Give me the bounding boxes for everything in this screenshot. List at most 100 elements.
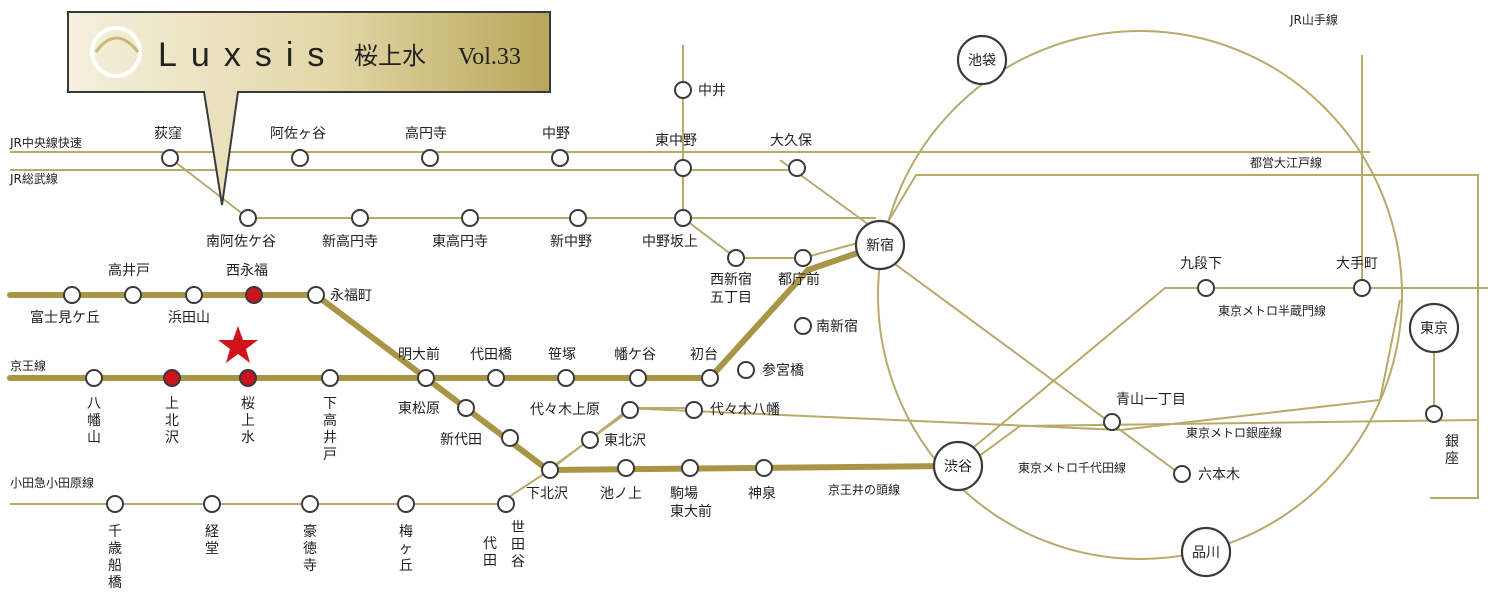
station-kamikitazawa-dot[interactable]	[163, 369, 181, 387]
station-roppongi-dot[interactable]	[1173, 465, 1191, 483]
station-daitabashi-dot[interactable]	[487, 369, 505, 387]
station-yoyogihachiman-dot[interactable]	[685, 401, 703, 419]
station-label-kamikitazawa: 上北沢	[165, 396, 179, 446]
station-shinnakano-dot[interactable]	[569, 209, 587, 227]
station-label: 東松原	[398, 401, 440, 417]
station-takaido-dot[interactable]	[124, 286, 142, 304]
station-minamiasagaya-dot[interactable]	[239, 209, 257, 227]
hub-tokyo[interactable]: 東京	[1408, 302, 1460, 354]
station-label: 南新宿	[816, 318, 858, 335]
station-sakurajosui-dot[interactable]	[239, 369, 257, 387]
line-label-keio: 京王線	[10, 358, 46, 373]
station-chitosefunabashi-dot[interactable]	[106, 495, 124, 513]
station-label: 笹塚	[548, 347, 576, 363]
station-fujimigaoka-dot[interactable]	[63, 286, 81, 304]
hub-shinjuku[interactable]: 新宿	[854, 219, 906, 271]
station-nakanosakaue-dot[interactable]	[674, 209, 692, 227]
station-yoyogiuehara-dot[interactable]	[621, 401, 639, 419]
station-label-hachimanyama: 八幡山	[87, 396, 101, 446]
line-label-oedo: 都営大江戸線	[1250, 155, 1322, 170]
station-nakano-dot[interactable]	[551, 149, 569, 167]
station-nishishinjuku5-dot[interactable]	[727, 249, 745, 267]
station-label-setagayadaita-1: 代田	[483, 536, 497, 569]
station-shinkoenji-dot[interactable]	[351, 209, 369, 227]
station-higashikoenji-dot[interactable]	[461, 209, 479, 227]
hanzomon-line	[955, 287, 1488, 463]
logo-callout: Luxsis 桜上水 Vol.33	[67, 11, 551, 206]
line-label-jr-sobu: JR総武線	[9, 171, 58, 186]
station-nakai-dot[interactable]	[674, 81, 692, 99]
station-label-setagayadaita-0: 世田谷	[511, 520, 525, 570]
station-umegaoka-dot[interactable]	[397, 495, 415, 513]
station-higashimatsubara-dot[interactable]	[457, 399, 475, 417]
station-label: 青山一丁目	[1116, 392, 1186, 408]
station-sanguubashi-dot[interactable]	[737, 361, 755, 379]
station-hachimanyama-dot[interactable]	[85, 369, 103, 387]
station-label-shimotakaido: 下高井戸	[323, 396, 337, 463]
station-otemachi-dot[interactable]	[1353, 279, 1371, 297]
station-tochomae-dot[interactable]	[794, 249, 812, 267]
station-shimokitazawa-dot[interactable]	[541, 461, 559, 479]
station-label: 東中野	[655, 133, 697, 149]
station-nishieifuku-dot[interactable]	[245, 286, 263, 304]
station-label: 富士見ケ丘	[30, 309, 100, 326]
station-label: 九段下	[1180, 256, 1222, 272]
shinjuku-roppongi	[875, 249, 1181, 475]
station-komaba-dot[interactable]	[681, 459, 699, 477]
station-label: 大手町	[1336, 256, 1378, 272]
station-label-umegaoka: 梅ヶ丘	[399, 524, 413, 574]
line-label-hanzomon: 東京メトロ半蔵門線	[1218, 303, 1326, 318]
hub-ikebukuro[interactable]: 池袋	[956, 34, 1008, 86]
station-label: 中野	[542, 126, 570, 142]
station-label: 明大前	[398, 346, 440, 363]
station-aoyama1-dot[interactable]	[1103, 413, 1121, 431]
station-meidaimae-dot[interactable]	[417, 369, 435, 387]
line-label-odakyu: 小田急小田原線	[10, 475, 94, 490]
station-eifukucho-dot[interactable]	[307, 286, 325, 304]
station-label: 高井戸	[108, 262, 150, 279]
oedo-loop	[875, 174, 1479, 499]
hub-label: 池袋	[968, 53, 996, 69]
station-label: 浜田山	[168, 310, 210, 326]
station-ikenoue-dot[interactable]	[617, 459, 635, 477]
logo-brand: Luxsis	[158, 36, 338, 74]
station-label: 永福町	[330, 288, 372, 304]
station-hatsudai-dot[interactable]	[701, 369, 719, 387]
station-setagayadaita-dot[interactable]	[497, 495, 515, 513]
station-hamadayama-dot[interactable]	[185, 286, 203, 304]
station-label-gotokuji: 豪徳寺	[303, 524, 317, 574]
station-shindaita-dot[interactable]	[501, 429, 519, 447]
station-label-chitosefunabashi: 千歳船橋	[108, 524, 122, 591]
station-ginza-dot[interactable]	[1425, 405, 1443, 423]
station-label: 初台	[690, 346, 718, 363]
inokashira-line	[313, 292, 953, 474]
station-higashinakano-dot[interactable]	[674, 159, 692, 177]
station-minamishinjuku-dot[interactable]	[794, 317, 812, 335]
station-koenji-dot[interactable]	[421, 149, 439, 167]
station-label: 阿佐ヶ谷	[270, 126, 326, 142]
station-gotokuji-dot[interactable]	[301, 495, 319, 513]
station-asagaya-dot[interactable]	[291, 149, 309, 167]
station-shinsen-dot[interactable]	[755, 459, 773, 477]
hub-shibuya[interactable]: 渋谷	[932, 440, 984, 492]
station-label: 幡ケ谷	[614, 347, 656, 363]
station-okubo-dot[interactable]	[788, 159, 806, 177]
station-kudanshita-dot[interactable]	[1197, 279, 1215, 297]
station-label: 東北沢	[604, 433, 646, 449]
station-hatagaya-dot[interactable]	[629, 369, 647, 387]
hub-label: 品川	[1192, 545, 1220, 561]
station-higashikitazawa-dot[interactable]	[581, 431, 599, 449]
station-kyodo-dot[interactable]	[203, 495, 221, 513]
station-sasazuka-dot[interactable]	[557, 369, 575, 387]
station-shimotakaido-dot[interactable]	[321, 369, 339, 387]
station-label: 神泉	[748, 485, 776, 502]
station-label-ginza: 銀座	[1445, 434, 1459, 467]
marunouchi-line	[169, 157, 876, 219]
station-ogikubo-dot[interactable]	[161, 149, 179, 167]
logo-volume: Vol.33	[458, 44, 521, 70]
oedo-tocho	[682, 217, 877, 259]
hub-shinagawa[interactable]: 品川	[1180, 526, 1232, 578]
station-label: 西新宿五丁目	[710, 271, 752, 306]
station-label: 代々木上原	[530, 402, 600, 418]
